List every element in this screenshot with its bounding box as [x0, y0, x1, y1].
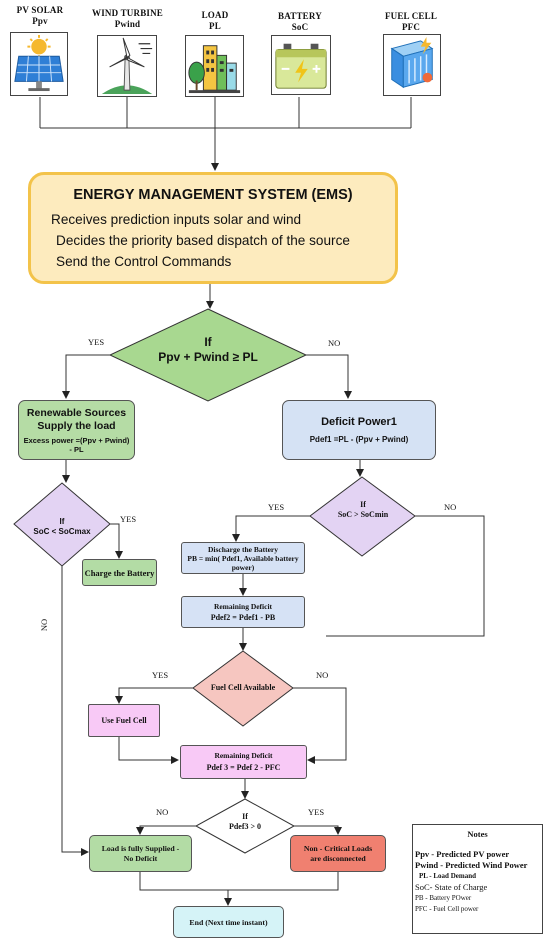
decision-fuel-cell-no-label: NO: [316, 670, 329, 680]
decision3-no-label: NO: [156, 807, 169, 817]
decision-soc-max-text: If SoC < SoCmax: [33, 517, 91, 536]
solar-panel-icon: [10, 32, 68, 96]
decision-fuel-cell-diamond: [192, 650, 294, 727]
decision1-diamond: [108, 308, 308, 402]
decision-soc-min-yes-label: YES: [268, 502, 285, 512]
load-supplied-box: Load is fully Supplied - No Deficit: [89, 835, 192, 872]
battery-icon: [271, 35, 331, 95]
notes-box: Notes Ppv - Predicted PV power Pwind - P…: [412, 824, 543, 934]
notes-item-pwind: Pwind - Predicted Wind Power: [415, 860, 528, 870]
decision1-yes-label: YES: [88, 337, 105, 347]
deficit-power-box: Deficit Power1 Pdef1 =PL - (Ppv + Pwind): [282, 400, 436, 460]
use-fuel-cell-box: Use Fuel Cell: [88, 704, 160, 737]
decision-soc-max-yes-label: YES: [120, 514, 137, 524]
decision-fuel-cell-yes-label: YES: [152, 670, 169, 680]
notes-item-pfc: PFC - Fuel Cell power: [415, 905, 479, 913]
decision3-diamond: [194, 798, 296, 854]
decision-soc-min-diamond: [309, 476, 416, 557]
notes-item-pl: PL - Load Demand: [419, 872, 476, 880]
ems-line-2: Decides the priority based dispatch of t…: [56, 233, 350, 248]
ems-title: ENERGY MANAGEMENT SYSTEM (EMS): [73, 187, 353, 203]
decision-fuel-cell-text: Fuel Cell Available: [210, 683, 276, 692]
decision-soc-max-no-label: NO: [39, 618, 50, 632]
ems-box: ENERGY MANAGEMENT SYSTEM (EMS) Receives …: [28, 172, 398, 284]
end-box: End (Next time instant): [173, 906, 284, 938]
ems-line-1: Receives prediction inputs solar and win…: [51, 212, 302, 227]
wind-turbine-icon: [97, 35, 157, 97]
decision-soc-max-diamond: [13, 482, 111, 567]
fuel-cell-icon: [383, 34, 441, 96]
renewable-supply-box: Renewable Sources Supply the load Excess…: [18, 400, 135, 460]
non-critical-loads-box: Non - Critical Loads are disconnected: [290, 835, 386, 872]
remaining-deficit-1-box: Remaining Deficit Pdef2 = Pdef1 - PB: [181, 596, 305, 628]
notes-item-soc: SoC- State of Charge: [415, 882, 488, 892]
decision1-text: If Ppv + Pwind ≥ PL: [158, 335, 258, 364]
remaining-deficit-2-box: Remaining Deficit Pdef 3 = Pdef 2 - PFC: [180, 745, 307, 779]
notes-title: Notes: [467, 829, 488, 839]
decision3-text: If Pdef3 > 0: [228, 812, 262, 831]
charge-battery-box: Charge the Battery: [82, 559, 157, 586]
notes-item-pb: PB - Battery POwer: [415, 894, 472, 902]
decision1-no-label: NO: [328, 338, 341, 348]
decision-soc-min-no-label: NO: [444, 502, 457, 512]
discharge-battery-box: Discharge the Battery PB = min( Pdef1, A…: [181, 542, 305, 574]
city-buildings-icon: [185, 35, 244, 97]
ems-line-3: Send the Control Commands: [56, 254, 232, 269]
decision3-yes-label: YES: [308, 807, 325, 817]
decision-soc-min-text: If SoC > SoCmin: [337, 500, 389, 519]
notes-item-ppv: Ppv - Predicted PV power: [415, 849, 510, 859]
